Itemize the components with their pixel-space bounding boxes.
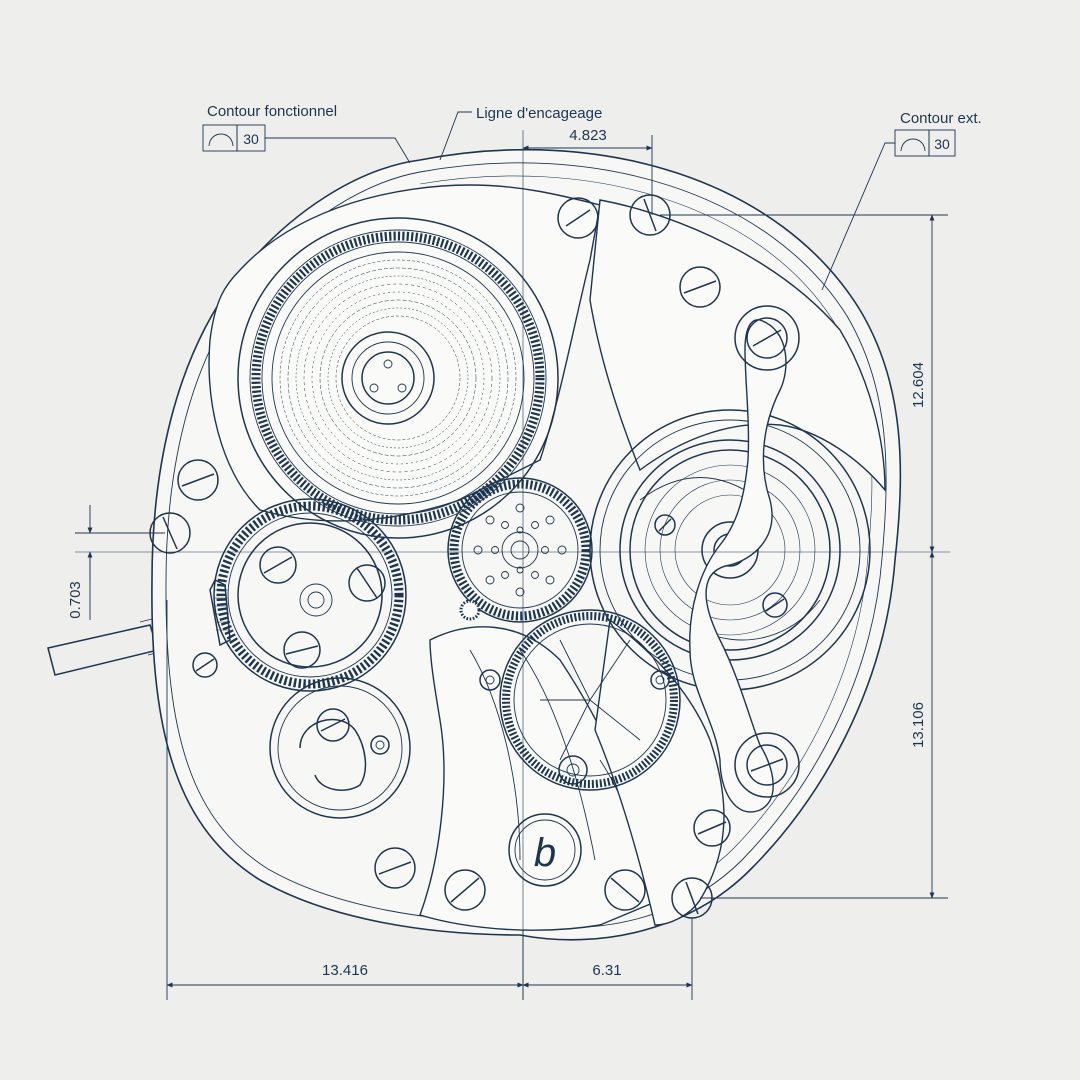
screw [693, 809, 731, 847]
dim-bottom-right-value: 6.31 [592, 962, 621, 979]
right-plate-section [589, 199, 886, 926]
screw [177, 459, 219, 501]
screw [746, 744, 788, 786]
jewels [479, 669, 670, 785]
dim-left-value: 0.703 [67, 581, 84, 619]
engraving-letter: b [534, 831, 556, 875]
contour-fonctionnel-label: Contour fonctionnel [207, 103, 337, 120]
contour-ext-label: Contour ext. [900, 110, 982, 127]
arc-symbol-icon [900, 138, 926, 152]
screw [679, 266, 721, 308]
screw [654, 514, 676, 536]
screw [374, 847, 416, 889]
engraving-medallion: b [508, 813, 582, 887]
ligne-encageage-label: Ligne d'encageage [476, 105, 602, 122]
screw [557, 197, 599, 239]
screw [444, 869, 486, 911]
guilloche-pattern [279, 259, 517, 497]
dimension-left: 0.703 [67, 505, 165, 620]
screw [604, 869, 646, 911]
screw [348, 564, 386, 602]
dimension-right-upper: 12.604 [660, 214, 948, 553]
barrel-teeth-ring [251, 231, 545, 525]
small-pinion [459, 599, 481, 621]
annotation-contour-ext: Contour ext. 30 [821, 110, 982, 291]
annotation-ligne-encageage: Ligne d'encageage [439, 105, 602, 161]
screw [259, 546, 297, 584]
dim-right-upper-value: 12.604 [910, 362, 927, 408]
dim-bottom-left-value: 13.416 [322, 962, 368, 979]
screw [746, 317, 788, 359]
screw [316, 708, 350, 742]
annotation-contour-fonctionnel: Contour fonctionnel 30 [202, 103, 411, 164]
contour-fonctionnel-value: 30 [243, 131, 259, 147]
arc-symbol-icon [208, 133, 234, 147]
screw [283, 631, 321, 669]
balance-cock [689, 305, 800, 813]
center-wheel-holes [473, 503, 567, 597]
dimension-top: 4.823 [522, 127, 653, 215]
center-lines [75, 130, 950, 1000]
mainspring-barrel [237, 217, 559, 539]
dim-top-value: 4.823 [569, 127, 607, 144]
center-wheel [447, 477, 593, 623]
click-spring [209, 578, 231, 647]
dimension-right-lower: 13.106 [700, 551, 948, 899]
third-wheel [499, 609, 681, 791]
screw [192, 652, 218, 678]
contour-ext-value: 30 [934, 136, 950, 152]
screw [762, 592, 788, 618]
dim-right-lower-value: 13.106 [910, 702, 927, 748]
dimension-bottom: 13.416 6.31 [166, 600, 693, 1000]
